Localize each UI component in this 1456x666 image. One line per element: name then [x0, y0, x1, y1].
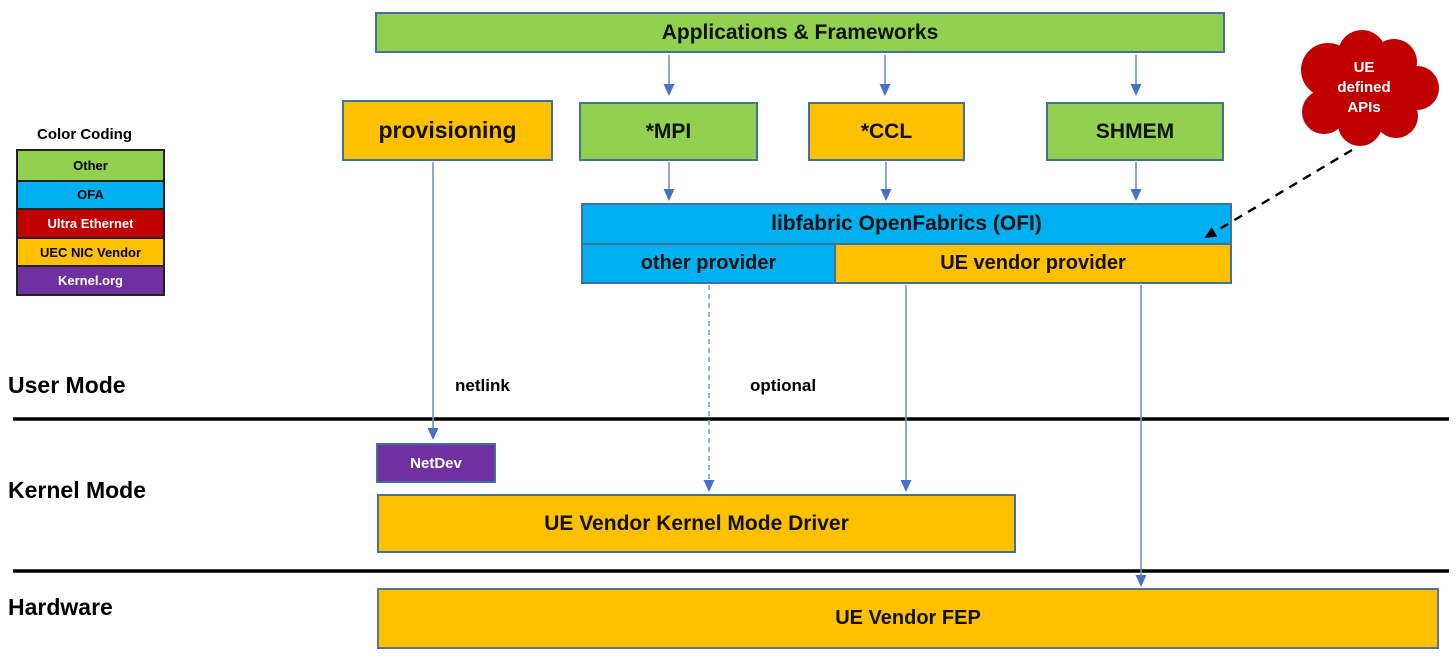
edge-label-optional: optional [750, 376, 817, 395]
legend-item-other: Other [18, 151, 163, 180]
cloud-line-3: APIs [1347, 99, 1381, 117]
node-libfabric-ofi: libfabric OpenFabrics (OFI) [581, 203, 1232, 245]
cloud-line-2: defined [1337, 78, 1391, 96]
zone-label-kernel-mode: Kernel Mode [8, 477, 147, 503]
legend-item-uec-nic-vendor: UEC NIC Vendor [18, 236, 163, 266]
zone-label-user-mode: User Mode [8, 372, 126, 398]
cloud-line-1: UE [1353, 58, 1375, 76]
node-shmem: SHMEM [1046, 102, 1224, 161]
node-provisioning: provisioning [342, 100, 553, 161]
cloud-label: UE defined APIs [1284, 26, 1444, 150]
legend-item-kernel-org: Kernel.org [18, 265, 163, 294]
node-ue-vendor-provider: UE vendor provider [834, 243, 1232, 284]
legend-item-ultra-ethernet: Ultra Ethernet [18, 208, 163, 237]
node-netdev: NetDev [376, 443, 496, 483]
node-applications-frameworks: Applications & Frameworks [375, 12, 1225, 53]
node-ccl: *CCL [808, 102, 965, 161]
legend-item-ofa: OFA [18, 179, 163, 209]
node-other-provider: other provider [581, 243, 836, 284]
edge-label-netlink: netlink [455, 376, 510, 395]
legend-title: Color Coding [37, 126, 132, 143]
ue-defined-apis-cloud: UE defined APIs [1284, 26, 1444, 150]
cloud-shape-icon [1301, 30, 1439, 146]
color-legend: Other OFA Ultra Ethernet UEC NIC Vendor … [16, 149, 165, 296]
zone-label-hardware: Hardware [8, 594, 113, 620]
node-ue-vendor-kernel-driver: UE Vendor Kernel Mode Driver [377, 494, 1016, 553]
node-ue-vendor-fep: UE Vendor FEP [377, 588, 1439, 649]
node-mpi: *MPI [579, 102, 758, 161]
